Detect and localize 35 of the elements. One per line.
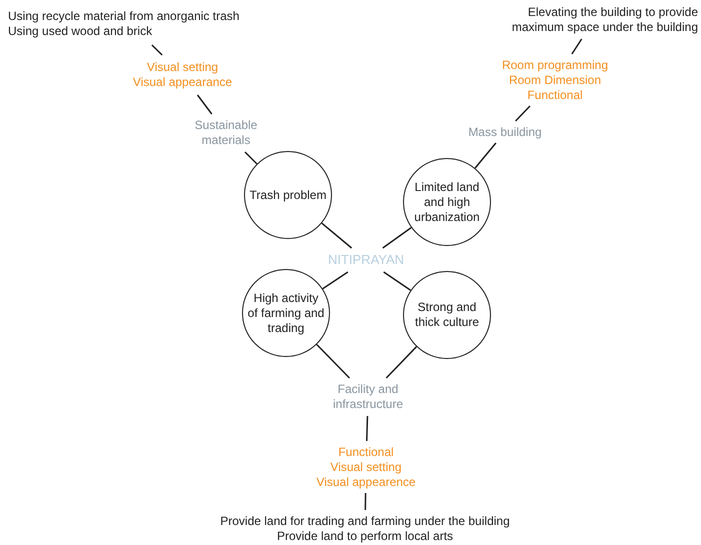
note-text: Elevating the building to provide maximum space under the building: [510, 5, 698, 35]
note-text: Provide land for trading and farming under the building: [219, 514, 511, 529]
connector-line: [382, 227, 412, 249]
category-text: Sustainable materials: [194, 118, 258, 148]
note-text: Provide land to perform local arts: [276, 529, 454, 544]
connector-line: [515, 105, 531, 122]
aspect-text: Visual appearance: [132, 75, 234, 90]
aspect-text: Room programming: [500, 58, 610, 72]
connector-line: [196, 94, 212, 114]
connector-line: [474, 142, 496, 169]
connector-line: [321, 222, 352, 249]
category-text: Facility and infrastructure: [332, 382, 404, 412]
circle-label: Limited land and high urbanization: [413, 180, 481, 224]
connector-line: [364, 492, 366, 510]
connector-line: [244, 151, 258, 164]
note-text: Using used wood and brick: [8, 24, 154, 39]
connector-line: [366, 416, 368, 442]
connector-line: [316, 344, 350, 379]
circle-label: Trash problem: [250, 188, 326, 202]
connector-line: [571, 38, 582, 54]
category-text: Mass building: [467, 124, 543, 140]
aspect-text: Visual appearence: [315, 474, 417, 490]
center-text: NITIPRAYAN: [326, 252, 406, 268]
aspect-text: Visual setting: [329, 460, 403, 474]
circle-label: Strong and thick culture: [414, 300, 480, 330]
aspect-text: Room Dimension: [508, 72, 602, 88]
connector-line: [322, 271, 348, 290]
connector-line: [386, 346, 418, 379]
connector-line: [151, 44, 163, 56]
aspect-text: Visual setting: [146, 60, 220, 75]
aspect-text: Functional: [526, 88, 584, 102]
circle-label: High activity of farming and trading: [247, 290, 325, 336]
connector-line: [383, 271, 412, 291]
aspect-text: Functional: [337, 444, 395, 460]
note-text: Using recycle material from anorganic trash: [8, 9, 240, 24]
